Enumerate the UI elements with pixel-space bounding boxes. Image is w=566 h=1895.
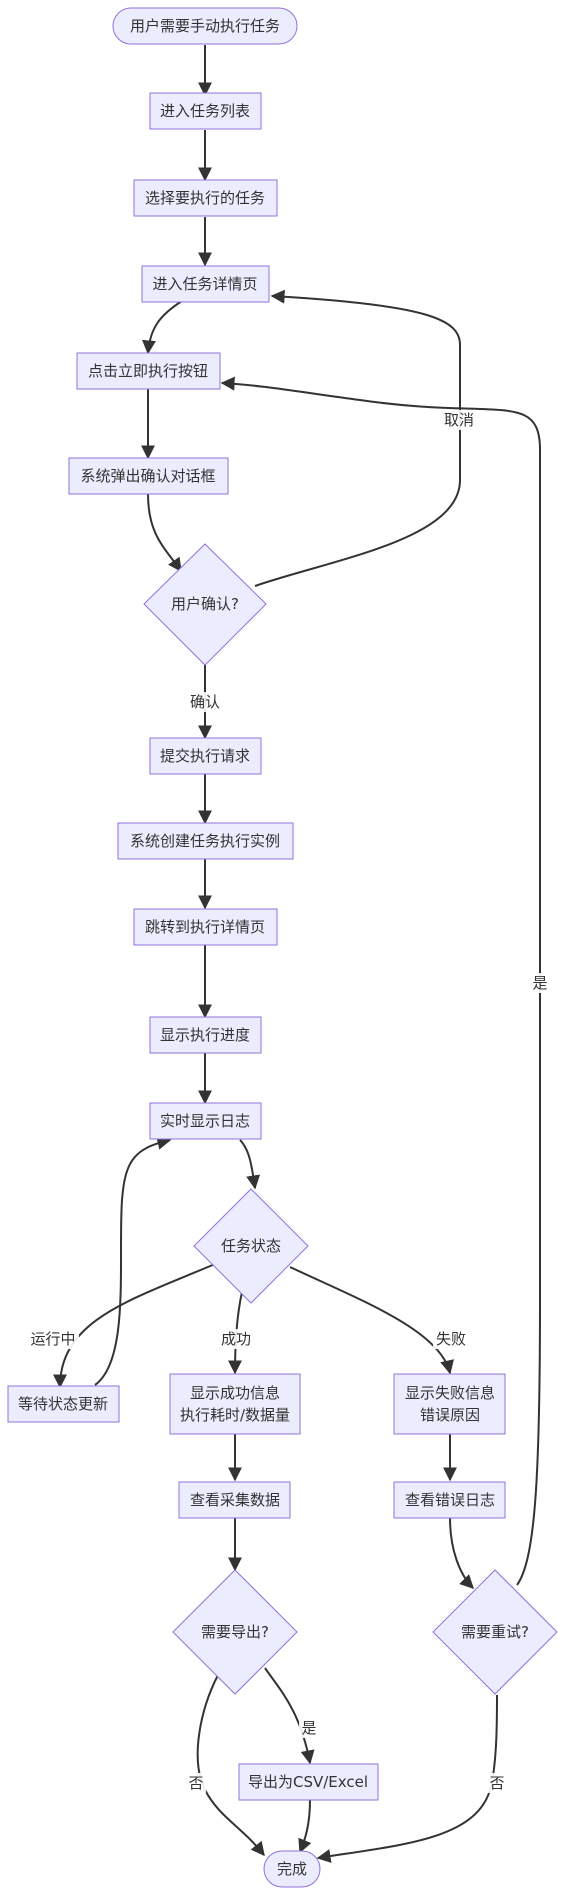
edge-status-to-fail [289,1266,454,1375]
node-realtime-log: 实时显示日志 [149,1102,262,1140]
edge-label-retry-no: 否 [489,1774,504,1792]
node-submit-request-label: 提交执行请求 [160,747,250,765]
edge-label-export-no: 否 [188,1774,203,1792]
node-start: 用户需要手动执行任务 [112,7,298,45]
node-realtime-log-label: 实时显示日志 [160,1112,250,1130]
node-view-error-log: 查看错误日志 [393,1481,506,1519]
nodes: 用户需要手动执行任务 进入任务列表 选择要执行的任务 进入任务详情页 点击立即执… [7,7,558,1888]
edge-error-log-to-retry-q [449,1517,474,1589]
node-success-info: 显示成功信息 执行耗时/数据量 [169,1373,301,1435]
node-create-instance-label: 系统创建任务执行实例 [130,832,280,850]
node-need-retry-label: 需要重试? [461,1623,529,1641]
edge-log-to-status [239,1139,261,1190]
node-show-progress: 显示执行进度 [149,1016,262,1054]
node-export-label: 导出为CSV/Excel [248,1773,368,1791]
node-task-list-label: 进入任务列表 [160,102,250,120]
edge-labels: 取消 确认 运行中 成功 失败 是 是 否 否 [27,410,550,1793]
node-success-info-line1: 显示成功信息 [190,1384,280,1402]
edge-dialog-to-confirm [147,493,182,573]
node-wait-update-label: 等待状态更新 [18,1395,108,1413]
node-need-retry: 需要重试? [432,1569,558,1695]
node-goto-exec-detail: 跳转到执行详情页 [133,908,278,946]
node-fail-info-line2: 错误原因 [420,1406,480,1424]
node-create-instance: 系统创建任务执行实例 [117,822,294,860]
edge-retry-yes-back-to-click [220,376,541,1586]
node-user-confirm: 用户确认? [143,543,267,666]
node-success-info-line2: 执行耗时/数据量 [180,1406,290,1424]
node-task-status: 任务状态 [193,1188,309,1304]
edge-label-success: 成功 [221,1330,251,1348]
edge-label-fail: 失败 [436,1330,466,1348]
node-confirm-dialog-label: 系统弹出确认对话框 [80,467,215,485]
node-select-task-label: 选择要执行的任务 [145,189,265,207]
edge-export-to-done [298,1799,312,1854]
node-export: 导出为CSV/Excel [238,1763,379,1801]
node-task-status-label: 任务状态 [221,1237,281,1255]
edges [53,45,541,1863]
node-task-list: 进入任务列表 [149,92,262,130]
node-click-execute-label: 点击立即执行按钮 [88,362,208,380]
node-view-data-label: 查看采集数据 [190,1491,280,1509]
edge-label-export-yes: 是 [301,1719,316,1737]
edge-detail-to-click [142,300,183,355]
edge-cancel-back-to-detail [254,289,461,587]
edge-label-confirm: 确认 [190,693,220,711]
node-done: 完成 [263,1850,321,1888]
node-fail-info: 显示失败信息 错误原因 [393,1373,506,1435]
node-start-label: 用户需要手动执行任务 [130,17,280,35]
node-submit-request: 提交执行请求 [149,737,262,775]
node-done-label: 完成 [277,1860,307,1878]
node-show-progress-label: 显示执行进度 [160,1026,250,1044]
edge-label-running: 运行中 [30,1330,75,1348]
node-fail-info-line1: 显示失败信息 [405,1384,495,1402]
edge-export-q-to-export [264,1667,315,1765]
edge-status-to-wait [53,1263,216,1389]
edge-label-retry-yes: 是 [532,974,547,992]
node-need-export: 需要导出? [172,1569,298,1695]
node-need-export-label: 需要导出? [201,1623,269,1641]
node-view-error-log-label: 查看错误日志 [405,1491,495,1509]
node-click-execute: 点击立即执行按钮 [76,352,221,390]
edge-retry-no-to-done [316,1694,498,1863]
node-view-data: 查看采集数据 [178,1481,291,1519]
node-goto-exec-detail-label: 跳转到执行详情页 [145,918,265,936]
node-task-detail: 进入任务详情页 [141,265,270,303]
node-task-detail-label: 进入任务详情页 [152,275,257,293]
node-user-confirm-label: 用户确认? [171,595,239,613]
node-confirm-dialog: 系统弹出确认对话框 [68,457,229,495]
node-select-task: 选择要执行的任务 [133,179,278,217]
edge-wait-back-to-log [94,1135,172,1386]
node-wait-update: 等待状态更新 [7,1385,120,1423]
edge-label-cancel: 取消 [444,411,474,429]
edge-status-to-success [228,1291,243,1375]
